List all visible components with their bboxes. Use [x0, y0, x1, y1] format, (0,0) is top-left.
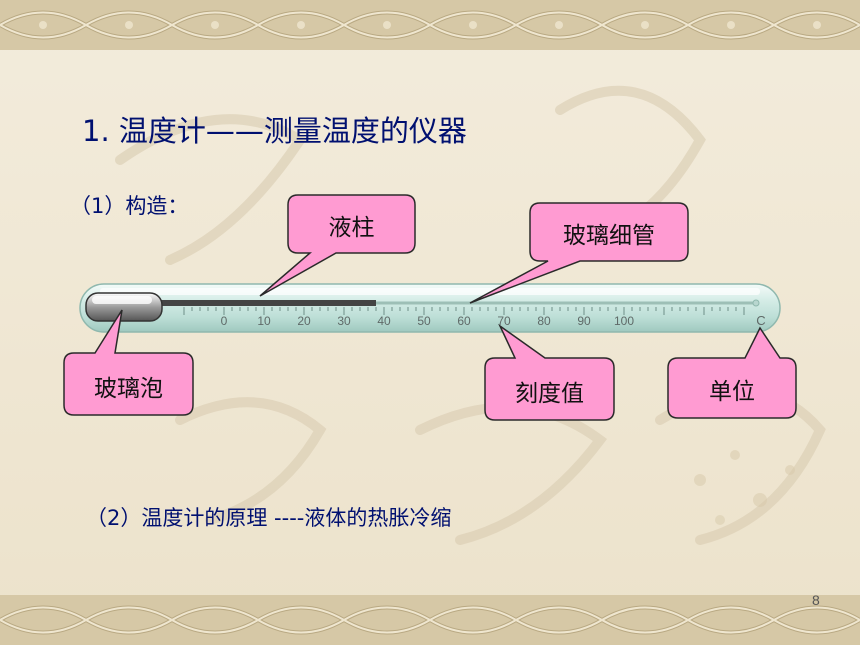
thermometer-tube [79, 283, 781, 333]
scale-label-70: 70 [497, 314, 511, 328]
callout-unit: 单位 [709, 379, 755, 405]
unit-symbol: C [756, 313, 765, 328]
callout-glass-bulb-bubble [63, 309, 194, 416]
page-number: 8 [812, 592, 820, 608]
scale-label-50: 50 [417, 314, 431, 328]
bottom-ornament-border [0, 595, 860, 645]
scale-labels: 0 10 20 30 40 50 60 70 80 90 100 C [221, 313, 766, 328]
callout-glass-tube-bubble [469, 202, 689, 304]
scale-label-80: 80 [537, 314, 551, 328]
callout-glass-bulb: 玻璃泡 [94, 376, 163, 402]
callout-glass-tube: 玻璃细管 [563, 223, 655, 249]
scale-label-10: 10 [257, 314, 271, 328]
principle-label: （2）温度计的原理 ----液体的热胀冷缩 [86, 506, 452, 530]
scale-label-30: 30 [337, 314, 351, 328]
callout-liquid-column: 液柱 [328, 215, 375, 241]
callout-liquid-column-bubble [259, 194, 416, 297]
top-ornament-border [0, 0, 860, 50]
callout-scale-value-bubble [484, 323, 615, 421]
slide-title: 1. 温度计——测量温度的仪器 [82, 114, 467, 148]
scale-label-60: 60 [457, 314, 471, 328]
structure-label: （1）构造： [70, 194, 189, 218]
scale-label-0: 0 [221, 314, 228, 328]
scale-label-90: 90 [577, 314, 591, 328]
scale-label-20: 20 [297, 314, 311, 328]
liquid-column [160, 300, 376, 306]
callout-unit-bubble [667, 326, 797, 419]
callout-scale-value: 刻度值 [515, 381, 584, 407]
scale-ticks [183, 307, 745, 315]
scale-label-40: 40 [377, 314, 391, 328]
scale-label-100: 100 [614, 314, 634, 328]
